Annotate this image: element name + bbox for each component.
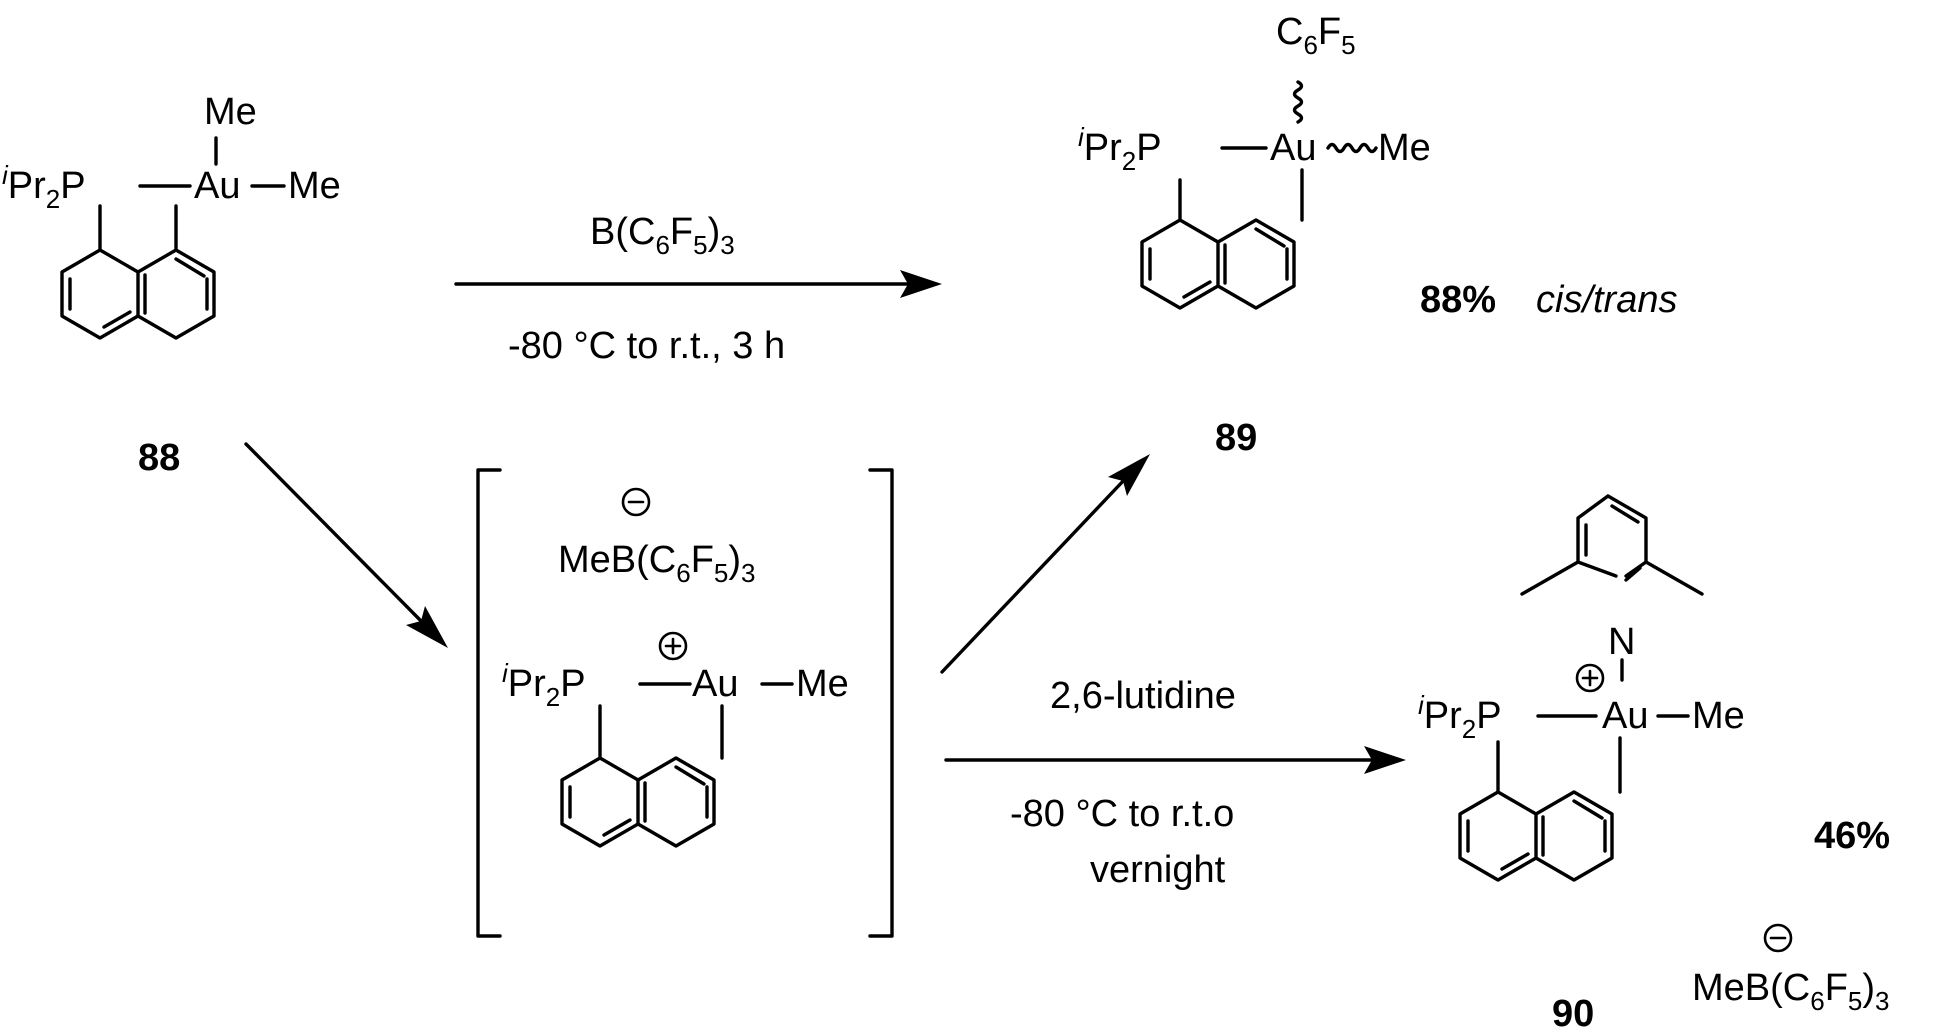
wavy-bond-au-c6f5 — [1292, 80, 1304, 124]
naphthalene-ring-right — [1534, 790, 1614, 882]
conditions-bottom-line2: vernight — [1090, 849, 1226, 891]
naphthalene-ring-left — [1458, 790, 1538, 882]
conditions-bottom-line1: -80 °C to r.t.o — [1010, 793, 1234, 835]
phosphine-label: iPr2P — [2, 160, 86, 214]
reagent-bottom: 2,6-lutidine — [1050, 675, 1236, 717]
nitrogen-atom: N — [1608, 621, 1635, 663]
aromatic-bond — [1610, 504, 1640, 524]
negative-charge-icon — [1763, 923, 1793, 953]
pyridine-ring — [1576, 494, 1618, 578]
anion-label: MeB(C6F5)3 — [1692, 967, 1890, 1016]
anion-label: MeB(C6F5)3 — [558, 539, 756, 588]
arrow-88-to-intermediate — [244, 442, 448, 648]
arrow-shaft — [244, 442, 426, 626]
compound-88: iPr2P Au Me Me 88 — [2, 91, 341, 479]
pyridine-ring — [1606, 494, 1648, 578]
negative-charge-icon — [621, 487, 651, 517]
compound-90: N iPr2P Au Me 46% MeB(C6F5)3 90 — [1418, 494, 1890, 1035]
gold-atom: Au — [194, 165, 240, 207]
aromatic-bond — [1624, 566, 1642, 582]
conditions-top: -80 °C to r.t., 3 h — [508, 325, 785, 367]
wavy-bond-au-me — [1326, 142, 1378, 154]
arrow-shaft — [940, 476, 1128, 674]
naphthalene-ring-left — [560, 756, 640, 848]
phosphine-label: iPr2P — [502, 658, 586, 712]
naphthalene-ring-right — [136, 248, 216, 340]
aromatic-bond — [1254, 227, 1286, 248]
pentafluorophenyl: C6F5 — [1276, 11, 1356, 60]
gold-atom: Au — [692, 663, 738, 705]
methyl: Me — [1692, 695, 1745, 737]
naphthalene-ring-left — [60, 248, 140, 340]
arrow-head — [1364, 746, 1406, 774]
arrow-head — [406, 606, 448, 648]
bracket-left — [476, 468, 502, 938]
compound-89: iPr2P Au Me C6F5 88% cis/trans 89 — [1078, 11, 1677, 459]
aromatic-bond — [1182, 280, 1212, 299]
arrow-intermediate-to-89 — [940, 454, 1150, 674]
methyl-top: Me — [204, 91, 257, 133]
naphthalene-ring-right — [636, 756, 716, 848]
isomer-ratio: cis/trans — [1536, 279, 1677, 321]
yield-89: 88% — [1420, 279, 1496, 321]
gold-atom: Au — [1270, 127, 1316, 169]
intermediate: MeB(C6F5)3 iPr2P Au Me — [476, 468, 894, 938]
bracket-right — [868, 468, 894, 938]
phosphine-label: iPr2P — [1418, 690, 1502, 744]
naphthalene-ring-right — [1216, 218, 1296, 310]
methyl: Me — [796, 663, 849, 705]
methyl: Me — [1378, 127, 1431, 169]
reagent-top: B(C6F5)3 — [590, 211, 735, 260]
reaction-arrow-top: B(C6F5)3 -80 °C to r.t., 3 h — [454, 211, 942, 367]
aromatic-bond — [1572, 799, 1604, 820]
bond-methyl-right — [1644, 560, 1704, 596]
bond-methyl-left — [1520, 560, 1580, 596]
aromatic-bond — [674, 765, 706, 786]
compound-label-88: 88 — [138, 437, 180, 479]
yield-90: 46% — [1814, 815, 1890, 857]
aromatic-bond — [1500, 852, 1530, 871]
compound-label-90: 90 — [1552, 993, 1594, 1035]
positive-charge-icon — [1575, 663, 1605, 693]
phosphine-label: iPr2P — [1078, 122, 1162, 176]
aromatic-bond — [602, 818, 632, 837]
positive-charge-icon — [658, 631, 688, 661]
arrow-head — [1108, 454, 1150, 496]
gold-atom: Au — [1602, 695, 1648, 737]
methyl-right: Me — [288, 165, 341, 207]
aromatic-bond — [174, 257, 206, 278]
naphthalene-ring-left — [1140, 218, 1220, 310]
reaction-arrow-bottom: 2,6-lutidine -80 °C to r.t.o vernight — [944, 675, 1406, 891]
compound-label-89: 89 — [1215, 417, 1257, 459]
aromatic-bond — [102, 310, 132, 329]
arrow-head — [900, 270, 942, 298]
